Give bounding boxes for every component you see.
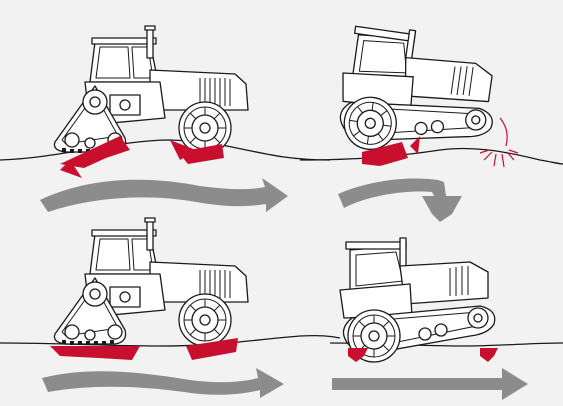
panel-bottom-left bbox=[0, 218, 340, 398]
quad-track-tractor bbox=[54, 218, 248, 346]
flow-arrow-icon bbox=[332, 368, 528, 400]
ground-line bbox=[0, 336, 340, 346]
flow-arrow-icon bbox=[40, 178, 288, 212]
panel-top-left bbox=[0, 26, 330, 212]
ground-line bbox=[300, 148, 563, 164]
ground-line bbox=[0, 140, 330, 160]
twin-track-tractor bbox=[340, 238, 495, 362]
panel-bottom-right bbox=[330, 238, 563, 400]
quad-track-tractor bbox=[54, 26, 248, 154]
panel-top-right bbox=[300, 22, 563, 222]
flow-arrow-icon bbox=[338, 179, 462, 222]
flow-arrow-icon bbox=[42, 368, 284, 398]
